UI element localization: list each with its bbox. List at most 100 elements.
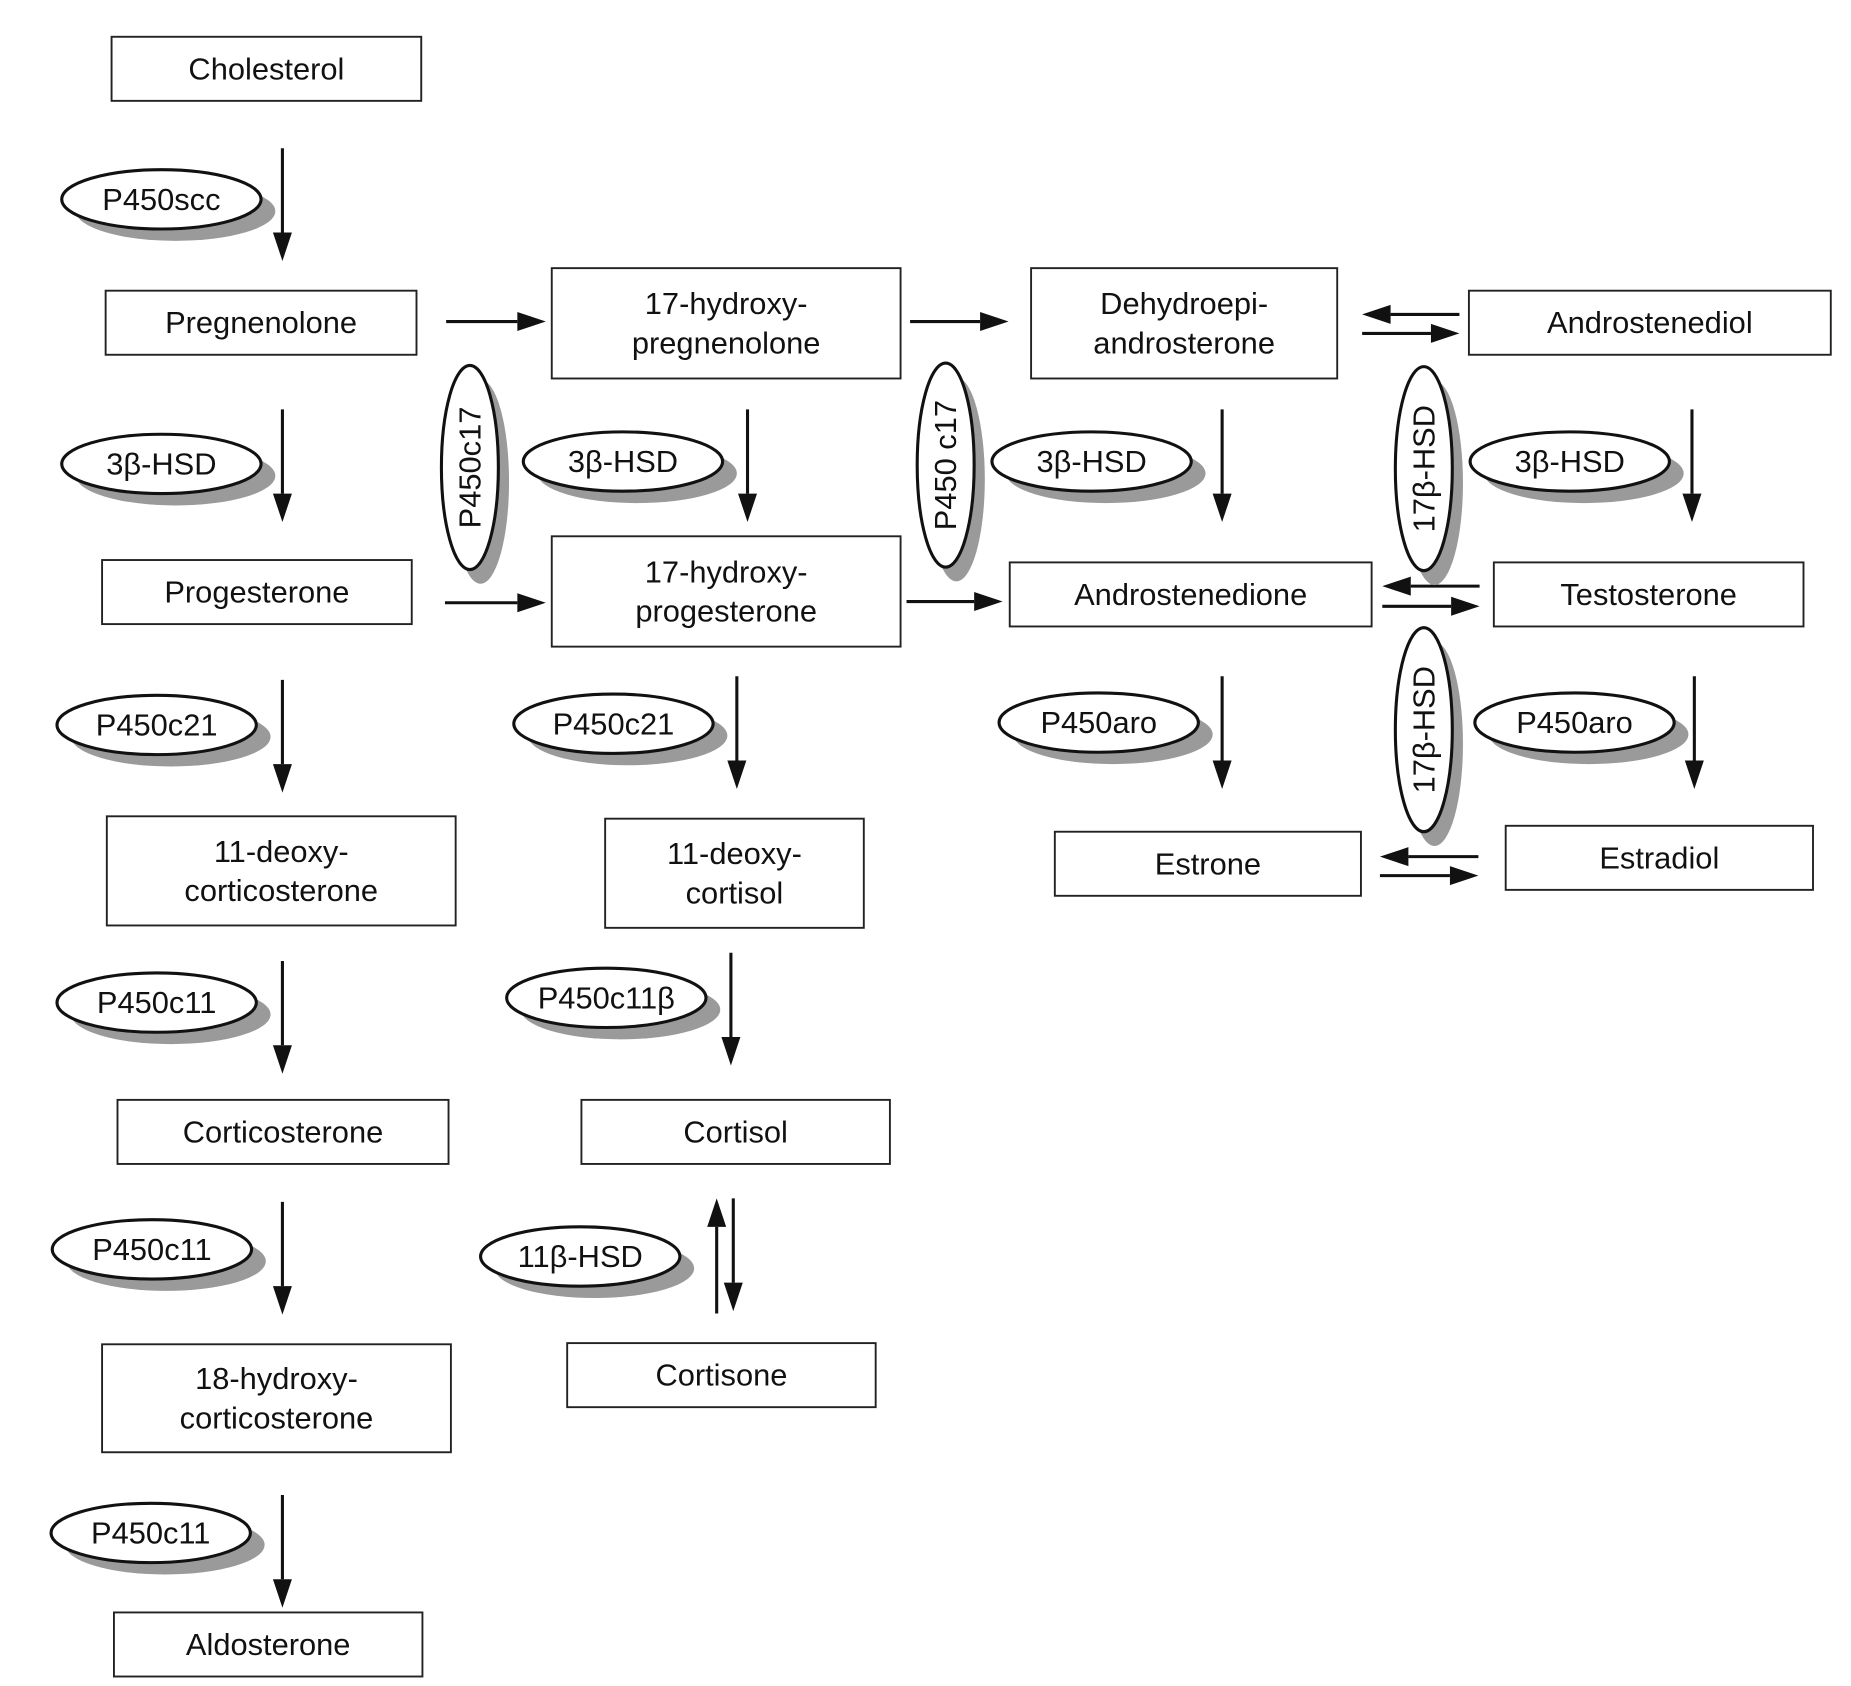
compound-label: corticosterone [184,873,378,908]
compound-label: 17-hydroxy- [645,286,808,321]
compound-label: Aldosterone [186,1627,351,1662]
compound-estrone: Estrone [1053,830,1362,897]
compound-hydroxyprogesterone: 17-hydroxy-progesterone [550,535,902,648]
enzyme-oval [60,432,263,496]
enzyme-aro_a: P450aro [997,691,1213,765]
enzyme-c17_a: P450c17 [439,363,510,584]
enzyme-oval [1393,626,1454,834]
compound-androstenediol: Androstenediol [1467,289,1832,356]
reaction-arrow [1382,596,1480,616]
enzyme-c21_a: P450c21 [55,693,271,767]
enzyme-scc: P450scc [60,168,276,241]
reaction-arrow [272,1494,292,1608]
enzyme-oval [997,691,1200,754]
compound-testosterone: Testosterone [1492,561,1805,628]
compound-box [101,1343,452,1454]
reaction-arrow [723,1198,743,1312]
compound-box [1504,824,1814,891]
reaction-arrow [707,1198,727,1314]
compound-androstenedione: Androstenedione [1008,561,1373,628]
compound-label: Estrone [1155,846,1261,881]
reaction-arrow [1379,847,1479,867]
reaction-arrow [1382,576,1480,596]
enzyme-oval [50,1218,254,1281]
compound-label: Testosterone [1560,577,1737,612]
compound-box [110,35,423,102]
enzyme-label: P450c17 [452,407,487,529]
compound-box [1492,561,1805,628]
compound-hydroxycorticosterone: 18-hydroxy-corticosterone [101,1343,452,1454]
compound-progesterone: Progesterone [101,559,413,626]
enzyme-aro_b: P450aro [1473,691,1689,765]
compound-hydroxypregnenolone: 17-hydroxy-pregnenolone [550,267,902,380]
compound-box [580,1098,891,1165]
enzyme-oval [915,361,976,569]
enzyme-c11_a: P450c11 [55,971,271,1045]
enzyme-oval [1393,365,1454,573]
enzyme-label: 17β-HSD [1406,405,1441,532]
compound-label: Estradiol [1599,840,1719,875]
enzyme-oval [505,966,708,1030]
compound-deoxycortisol: 11-deoxy-cortisol [604,817,865,929]
reaction-arrow [1212,676,1232,790]
compound-dhea: Dehydroepi-androsterone [1030,267,1339,380]
compound-label: 18-hydroxy- [195,1361,358,1396]
reaction-arrow [272,1201,292,1315]
enzyme-label: P450 c17 [928,400,963,530]
compound-aldosterone: Aldosterone [112,1611,424,1678]
reaction-arrow [738,409,758,523]
enzyme-label: P450aro [1040,705,1157,740]
enzyme-label: 3β-HSD [106,446,216,481]
enzyme-oval [60,168,263,231]
reaction-arrow [444,593,546,613]
compound-box [105,815,457,927]
reaction-arrow [906,592,1003,612]
enzyme-oval [1473,691,1676,754]
enzyme-label: P450c21 [96,707,218,742]
compound-box [104,289,418,356]
enzyme-c11_b: P450c11 [50,1218,266,1291]
enzyme-oval [512,692,715,755]
compound-label: Androstenediol [1547,305,1753,340]
reaction-arrow [272,961,292,1074]
enzyme-c17_b: P450 c17 [915,361,985,582]
compound-label: Cholesterol [188,51,344,86]
enzyme-c11b: P450c11β [505,966,721,1040]
reaction-arrow [1684,676,1704,790]
reaction-arrow [1212,409,1232,523]
enzyme-hsd3_a: 3β-HSD [60,432,276,506]
compound-box [604,817,865,929]
enzyme-oval [1468,430,1671,493]
compound-label: Cortisol [683,1114,787,1149]
reaction-arrow [446,312,546,332]
enzyme-hsd17_a: 17β-HSD [1393,365,1463,585]
compound-label: Progesterone [164,575,349,610]
compound-box [1467,289,1832,356]
compound-label: Corticosterone [183,1114,383,1149]
compound-box [101,559,413,626]
enzyme-label: 17β-HSD [1406,666,1441,793]
reaction-arrow [1362,304,1460,324]
enzyme-oval [479,1225,682,1288]
enzyme-oval [990,430,1193,493]
enzyme-hsd3_b: 3β-HSD [521,430,737,504]
compound-label: Pregnenolone [165,305,357,340]
reaction-arrow [1682,409,1702,523]
enzyme-label: 11β-HSD [518,1239,643,1274]
compound-label: pregnenolone [632,325,821,360]
compound-label: corticosterone [180,1400,374,1435]
enzyme-label: 3β-HSD [1036,444,1146,479]
enzyme-label: P450aro [1516,705,1633,740]
reaction-arrow [272,679,292,793]
compound-label: Cortisone [655,1358,787,1393]
enzyme-oval [55,971,258,1034]
enzyme-hsd17_b: 17β-HSD [1393,626,1463,846]
compound-pregnenolone: Pregnenolone [104,289,418,356]
compound-label: cortisol [686,875,784,910]
compound-label: 11-deoxy- [667,836,802,871]
compound-label: Androstenedione [1074,577,1307,612]
compound-label: progesterone [635,594,817,629]
